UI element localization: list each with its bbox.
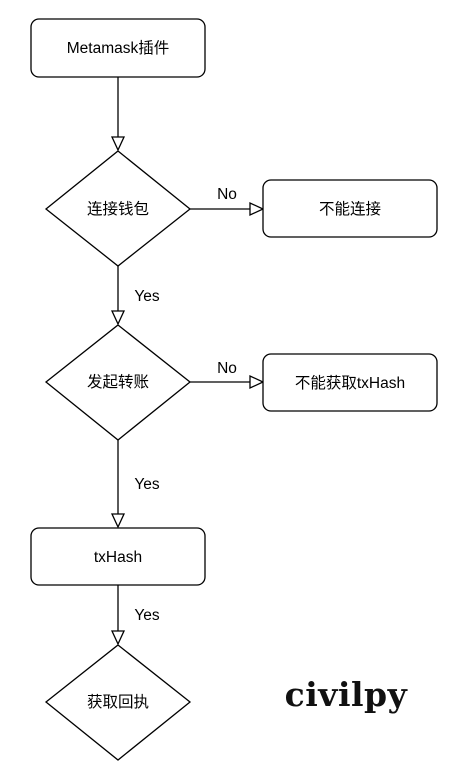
node-txhash: txHash bbox=[30, 527, 206, 586]
node-label-get-receipt: 获取回执 bbox=[87, 693, 149, 711]
edge-connect-no: No bbox=[190, 186, 265, 217]
edge-label-txhash-yes: Yes bbox=[134, 607, 160, 624]
edge-connect-yes: Yes bbox=[110, 266, 160, 326]
node-label-connect-wallet: 连接钱包 bbox=[87, 200, 149, 218]
edge-label-connect-yes: Yes bbox=[134, 288, 160, 305]
edge-transfer-no: No bbox=[190, 360, 265, 390]
node-initiate-transfer: 发起转账 bbox=[44, 324, 192, 441]
civilpy-watermark: civilpy bbox=[285, 675, 408, 714]
edge-label-transfer-no: No bbox=[217, 360, 237, 377]
node-get-receipt: 获取回执 bbox=[44, 644, 192, 761]
node-label-cannot-connect: 不能连接 bbox=[319, 200, 381, 218]
edge-txhash-yes: Yes bbox=[110, 585, 160, 646]
edge-label-transfer-yes: Yes bbox=[134, 476, 160, 493]
edge-plugin-to-connect bbox=[110, 77, 126, 152]
edge-transfer-yes: Yes bbox=[110, 440, 160, 529]
node-label-txhash: txHash bbox=[94, 549, 142, 566]
node-cannot-get-txhash: 不能获取txHash bbox=[262, 353, 438, 412]
edge-label-connect-no: No bbox=[217, 186, 237, 203]
node-metamask-plugin: Metamask插件 bbox=[30, 18, 206, 78]
node-connect-wallet: 连接钱包 bbox=[44, 150, 192, 267]
node-cannot-connect: 不能连接 bbox=[262, 179, 438, 238]
node-label-initiate-transfer: 发起转账 bbox=[87, 373, 149, 391]
node-label-metamask-plugin: Metamask插件 bbox=[67, 39, 170, 57]
node-label-cannot-get-txhash: 不能获取txHash bbox=[295, 374, 405, 392]
